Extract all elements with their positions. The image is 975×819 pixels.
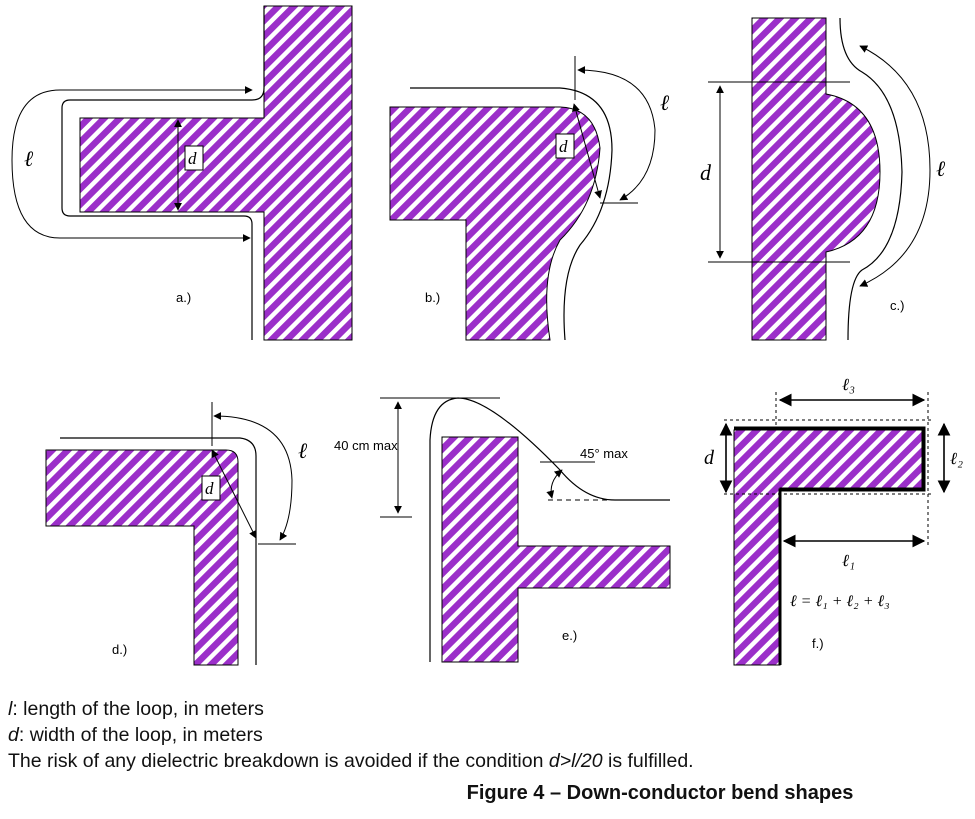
bend-shapes-diagram: d ℓ a.) d ℓ b.) d ℓ c.) d ℓ [11,5,963,666]
panel-f-l3-label: ℓ₃ [842,375,855,394]
panel-a-loop-arrow [11,86,253,242]
legend-condition-line: The risk of any dielectric breakdown is … [8,748,694,774]
legend-condition-post: is fulfilled. [602,750,694,772]
panel-e-label: e.) [562,628,577,643]
panel-c-structure [751,17,881,341]
panel-f: ℓ₃ ℓ₁ ℓ₂ d ℓ = ℓ₁ + ℓ₂ + ℓ₃ f.) [704,375,963,666]
panel-e: 40 cm max 45° max e.) [334,397,671,663]
panel-b-width-arrow [572,103,602,199]
panel-a-l-label: ℓ [24,146,34,171]
figure-caption: Figure 4 – Down-conductor bend shapes [466,782,854,804]
panel-c-conductor [839,17,903,341]
panel-d-d-label: d [205,479,214,498]
panel-e-angle-label: 45° max [580,446,628,461]
panel-f-formula: ℓ = ℓ₁ + ℓ₂ + ℓ₃ [790,593,890,610]
legend-l-symbol: l [8,698,13,720]
panel-e-angle-arc [546,469,563,499]
panel-f-label: f.) [812,636,824,651]
panel-d-l-label: ℓ [298,438,308,463]
legend-condition-pre: The risk of any dielectric breakdown is … [8,750,549,772]
panel-d-width-arrow [211,449,257,539]
panel-a-structure [79,5,353,341]
legend-d-line: d: width of the loop, in meters [8,722,694,748]
panel-a: d ℓ a.) [11,5,353,341]
panel-f-structure [733,429,923,666]
panel-e-height-label: 40 cm max [334,438,398,453]
panel-c-loop-arrow [859,45,931,287]
panel-d: d ℓ d.) [45,402,308,666]
panel-b-label: b.) [425,290,440,305]
panel-c-label: c.) [890,298,904,313]
legend: l: length of the loop, in meters d: widt… [8,696,694,774]
panel-f-l2-label: ℓ₂ [950,449,963,468]
panel-d-loop-arrow [213,412,293,541]
panel-a-label: a.) [176,290,191,305]
panel-c: d ℓ c.) [700,17,946,341]
panel-c-d-label: d [700,160,712,185]
panel-a-d-label: d [188,149,197,168]
legend-condition-expr: d>l/20 [548,750,603,772]
legend-d-text: : width of the loop, in meters [18,724,263,746]
legend-l-text: : length of the loop, in meters [12,698,264,720]
panel-c-l-label: ℓ [936,156,946,181]
panel-b-l-label: ℓ [660,90,670,115]
panel-e-structure [441,436,671,663]
legend-l-line: l: length of the loop, in meters [8,696,694,722]
panel-d-label: d.) [112,642,127,657]
panel-f-d-label: d [704,447,715,469]
panel-f-conductor [734,426,926,665]
panel-b-loop-arrow [577,66,656,201]
panel-f-l1-label: ℓ₁ [842,551,855,570]
legend-d-symbol: d [8,724,19,746]
panel-b-d-label: d [559,137,568,156]
panel-b: d ℓ b.) [389,56,670,341]
panel-e-conductor [429,397,670,662]
